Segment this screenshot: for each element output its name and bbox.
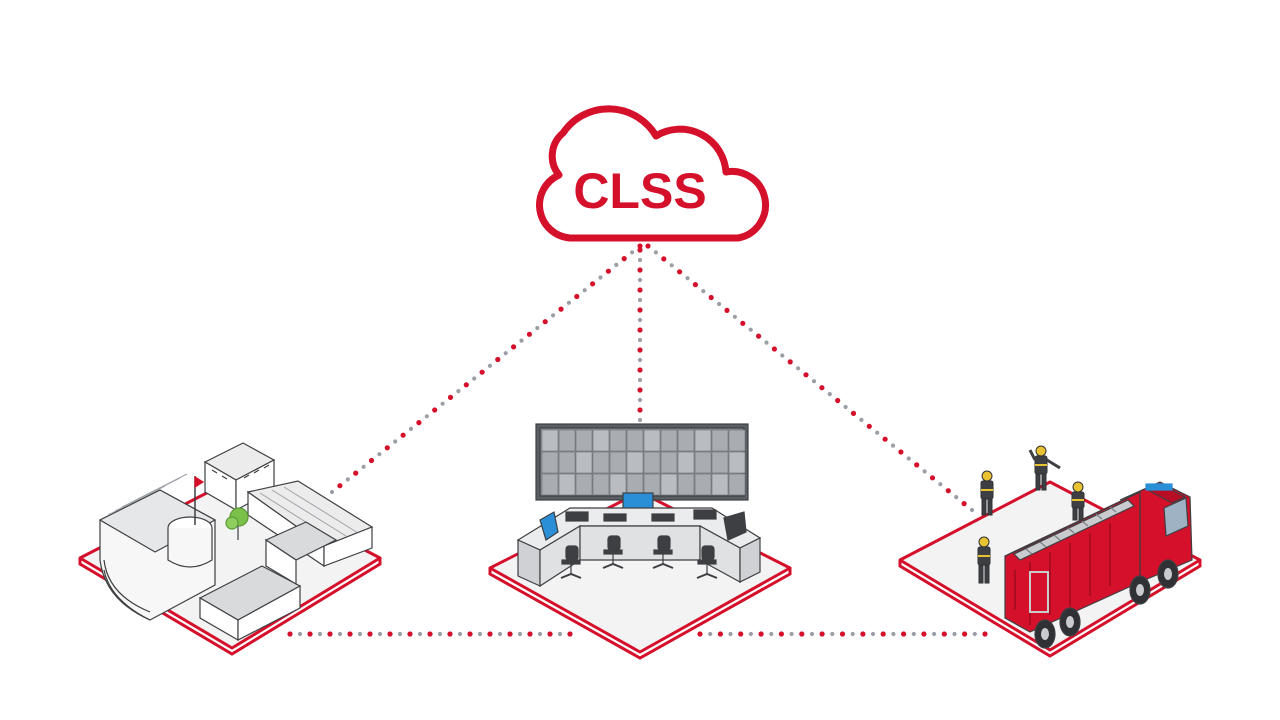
link-cloud-to-fire-truck: [645, 243, 975, 513]
video-wall-tile: [626, 473, 644, 496]
building-icon: [98, 442, 374, 642]
link-control-room-to-fire-truck: [697, 631, 988, 637]
video-wall-screens: [541, 429, 746, 496]
video-wall-tile: [541, 429, 559, 452]
video-wall-tile: [728, 451, 746, 474]
firefighter-figure-4: [977, 536, 991, 584]
video-wall-tile: [592, 429, 610, 452]
video-wall-tile: [609, 429, 627, 452]
link-cloud-to-control-room: [637, 247, 643, 423]
video-wall-tile: [575, 451, 593, 474]
video-wall-tile: [575, 429, 593, 452]
link-building-to-control-room: [287, 631, 573, 637]
firefighter-figure-2: [1028, 445, 1061, 491]
control-room-icon: [516, 423, 762, 588]
video-wall-tile: [660, 473, 678, 496]
video-wall-tile: [541, 473, 559, 496]
control-room-node: [488, 423, 792, 660]
video-wall-tile: [626, 451, 644, 474]
video-wall-tile: [660, 451, 678, 474]
fire-truck-icon: [1004, 481, 1193, 649]
link-cloud-to-building: [329, 243, 643, 495]
firefighters: [977, 445, 1085, 584]
video-wall-tile: [558, 473, 576, 496]
video-wall-tile: [728, 429, 746, 452]
video-wall-tile: [677, 429, 695, 452]
cloud-label: CLSS: [573, 163, 706, 219]
connection-links: [287, 243, 988, 637]
video-wall-tile: [694, 473, 712, 496]
video-wall-tile: [711, 429, 729, 452]
firefighter-figure-1: [980, 470, 994, 516]
video-wall-tile: [541, 451, 559, 474]
firefighter-figure-3: [1071, 481, 1085, 521]
video-wall-tile: [626, 429, 644, 452]
video-wall-tile: [575, 473, 593, 496]
video-wall-tile: [609, 451, 627, 474]
video-wall-tile: [711, 451, 729, 474]
video-wall-tile: [609, 473, 627, 496]
video-wall-tile: [643, 473, 661, 496]
video-wall-tile: [711, 473, 729, 496]
video-wall-tile: [660, 429, 678, 452]
cloud-icon: CLSS: [536, 105, 770, 242]
video-wall-tile: [558, 429, 576, 452]
video-wall-tile: [677, 451, 695, 474]
video-wall-tile: [694, 451, 712, 474]
video-wall-tile: [592, 473, 610, 496]
video-wall-tile: [677, 473, 695, 496]
video-wall-tile: [728, 473, 746, 496]
building-node: [78, 442, 382, 656]
fire-truck-node: [898, 445, 1202, 658]
video-wall-tile: [592, 451, 610, 474]
video-wall-tile: [643, 451, 661, 474]
video-wall-tile: [558, 451, 576, 474]
video-wall-tile: [694, 429, 712, 452]
video-wall-tile: [643, 429, 661, 452]
